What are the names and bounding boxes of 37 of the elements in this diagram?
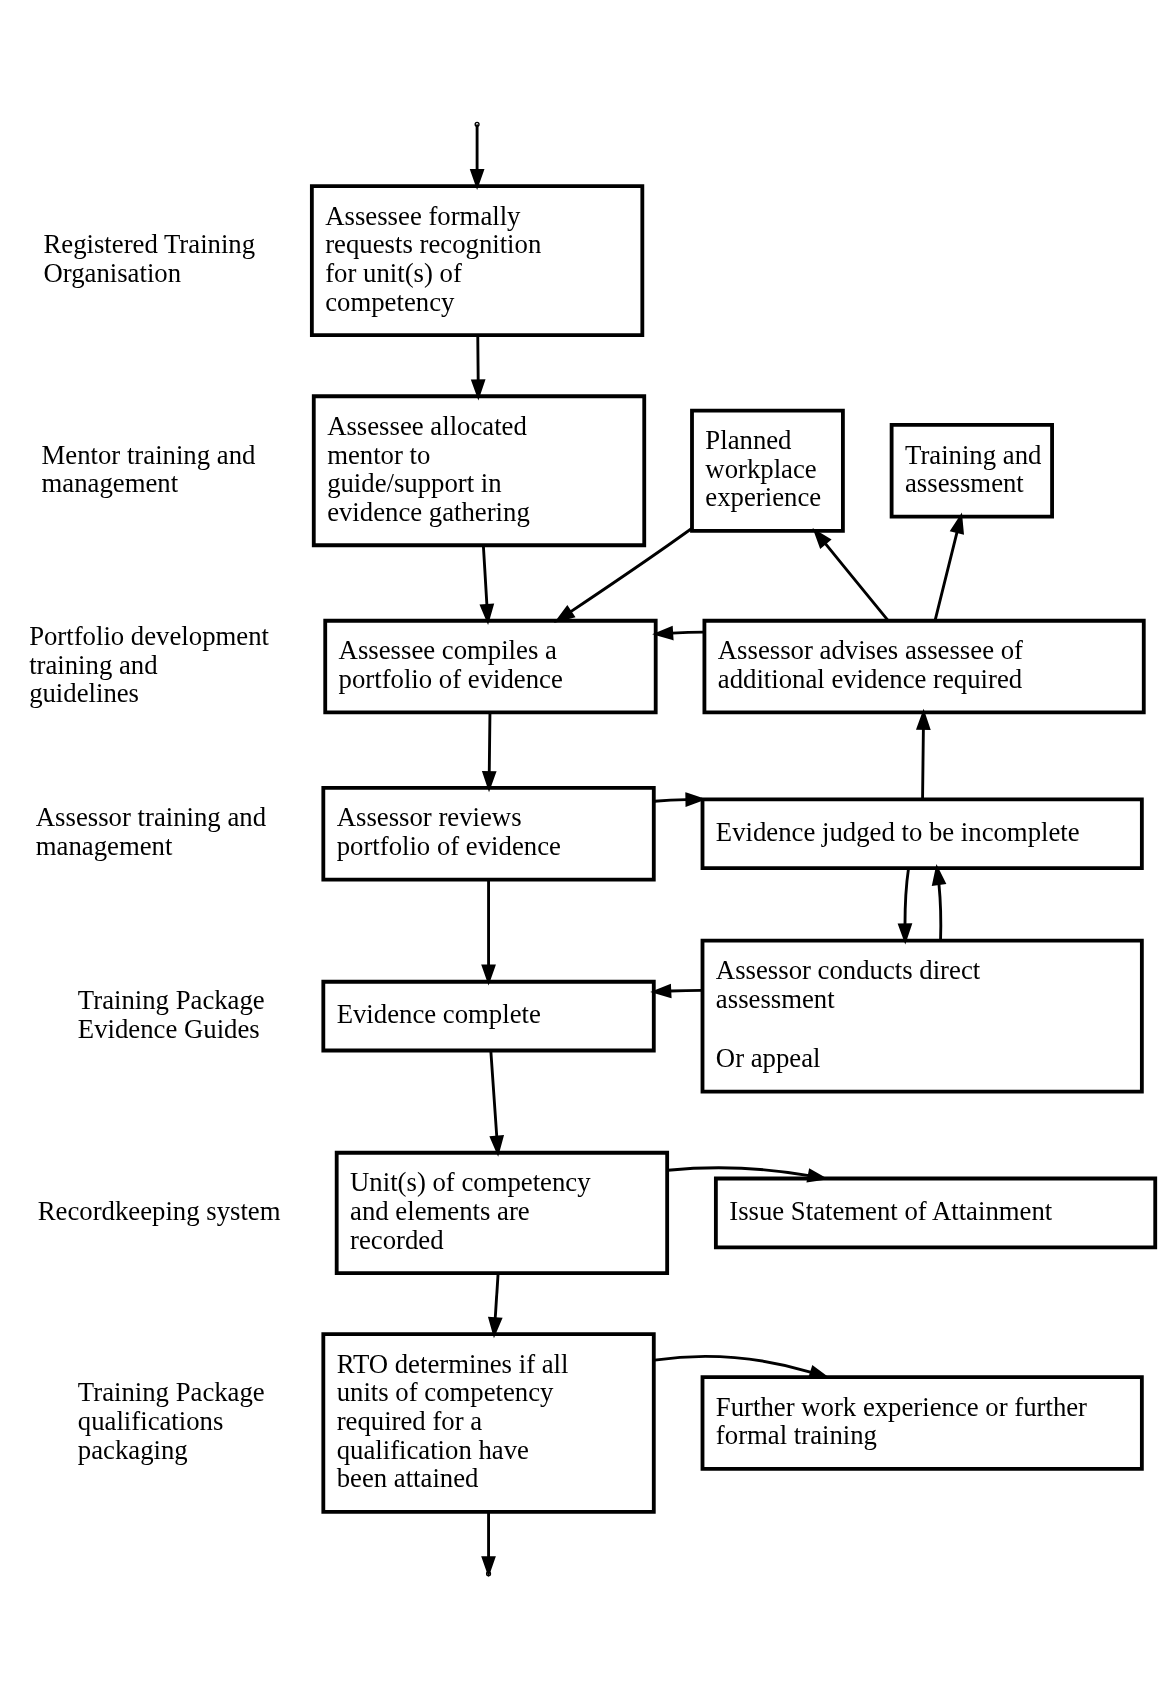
arrow	[553, 527, 693, 623]
label: Portfolio development training and guidelines	[29, 620, 269, 709]
node-box: Assessor advises assessee of additional evidence required	[702, 618, 1146, 715]
arrow	[481, 1511, 496, 1578]
node-box: Evidence judged to be incomplete	[700, 797, 1144, 870]
arrow	[812, 527, 890, 622]
node-box: Training and assessment	[889, 423, 1054, 519]
label: Training Package Evidence Guides	[77, 984, 265, 1044]
label: Registered Training Organisation	[43, 229, 256, 289]
arrow	[897, 868, 913, 945]
node-box: Issue Statement of Attainment	[713, 1176, 1158, 1250]
node-box: Assessee compiles a portfolio of evidence	[323, 618, 658, 715]
arrow	[470, 335, 486, 401]
arrow	[916, 708, 931, 800]
arrow	[933, 512, 964, 621]
node-box: Assessor reviews portfolio of evidence	[321, 785, 656, 882]
node-box: Evidence complete	[321, 979, 656, 1053]
label: Assessor training and management	[35, 802, 267, 862]
arrow	[479, 545, 495, 625]
arrow	[481, 713, 497, 793]
node-box: Planned workplace experience	[690, 408, 845, 533]
arrow	[487, 1273, 503, 1339]
node-box: Assessor conducts direct assessment Or appeal	[700, 938, 1144, 1094]
label: Recordkeeping system	[37, 1195, 281, 1226]
arrow	[652, 625, 705, 641]
node-box: Further work experience or further formal training	[700, 1375, 1144, 1471]
node-box: Assessee allocated mentor to guide/support in evidence gathering	[311, 394, 647, 548]
arrow	[481, 879, 496, 986]
arrow	[469, 125, 485, 191]
label: Training Package qualifications packaging	[77, 1377, 265, 1465]
label: Mentor training and management	[41, 439, 256, 499]
arrow	[489, 1050, 505, 1157]
node-box: Unit(s) of competency and elements are recorded	[334, 1150, 670, 1275]
node-box: Assessee formally requests recognition for unit(s) of competency	[309, 184, 645, 338]
node-box: RTO determines if all units of competency required for a qualification have been attained	[321, 1332, 656, 1514]
arrow	[931, 864, 947, 941]
arrow	[650, 983, 703, 999]
